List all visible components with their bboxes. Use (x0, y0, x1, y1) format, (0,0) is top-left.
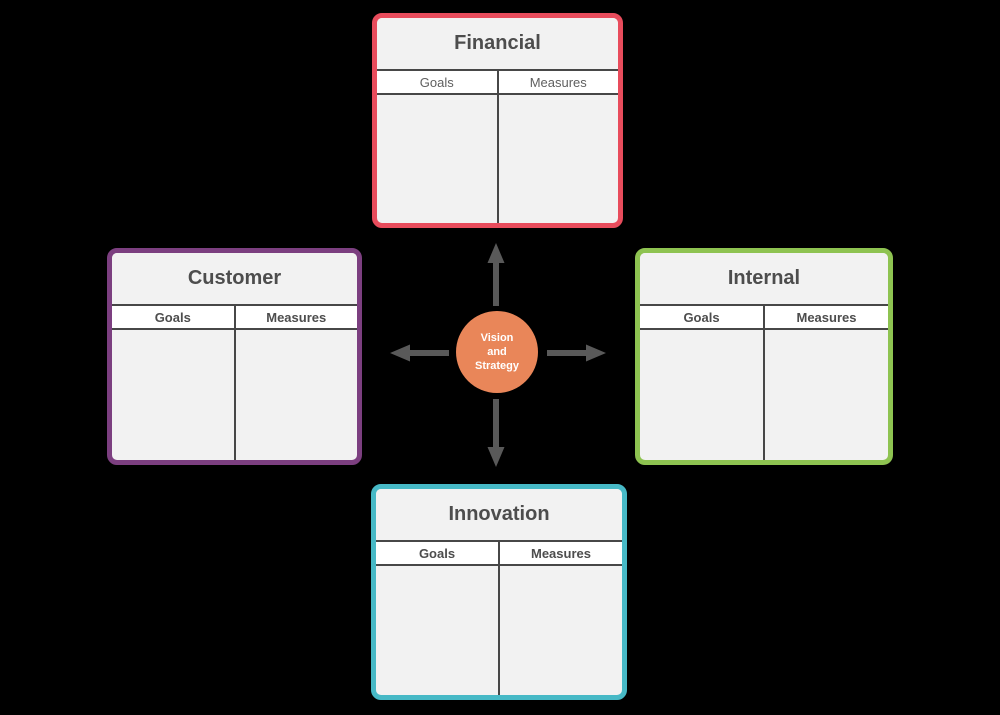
vision-strategy-line2: and (487, 346, 507, 358)
financial-measures-cell[interactable] (496, 95, 619, 223)
arrow-up-icon[interactable] (487, 243, 505, 306)
innovation-box[interactable]: Innovation Goals Measures (371, 484, 627, 700)
financial-goals-cell[interactable] (377, 95, 497, 223)
financial-measures-header: Measures (496, 71, 619, 93)
customer-goals-header: Goals (154, 309, 191, 325)
financial-goals-header: Goals (419, 74, 454, 90)
innovation-goals-cell[interactable] (376, 566, 498, 695)
internal-goals-cell[interactable] (640, 330, 763, 460)
arrow-down-icon[interactable] (487, 399, 505, 467)
innovation-measures-header: Measures (498, 542, 622, 564)
customer-goals-cell[interactable] (112, 330, 234, 460)
innovation-title: Innovation (376, 489, 622, 542)
innovation-measures-cell[interactable] (498, 566, 622, 695)
vision-strategy-line1: Vision (480, 332, 514, 344)
financial-body (377, 95, 618, 223)
internal-measures-cell[interactable] (763, 330, 888, 460)
financial-box[interactable]: Financial Goals Measures (372, 13, 623, 228)
internal-body (640, 330, 888, 460)
customer-measures-cell[interactable] (233, 330, 358, 460)
financial-header-row: Goals Measures (377, 71, 618, 95)
customer-measures-header: Measures (233, 306, 358, 328)
customer-title: Customer (112, 253, 357, 306)
innovation-goals-header: Goals (418, 545, 456, 561)
internal-goals-header: Goals (683, 309, 720, 325)
customer-header-row: Goals Measures (112, 306, 357, 330)
customer-body (112, 330, 357, 460)
internal-box[interactable]: Internal Goals Measures (635, 248, 893, 465)
internal-title: Internal (640, 253, 888, 306)
internal-header-row: Goals Measures (640, 306, 888, 330)
customer-box[interactable]: Customer Goals Measures (107, 248, 362, 465)
innovation-body (376, 566, 622, 695)
financial-title: Financial (377, 18, 618, 71)
arrow-right-icon[interactable] (547, 344, 606, 362)
vision-strategy-node[interactable]: Vision and Strategy (456, 311, 538, 393)
vision-strategy-line3: Strategy (474, 360, 520, 372)
arrow-left-icon[interactable] (390, 344, 449, 362)
internal-measures-header: Measures (763, 306, 888, 328)
innovation-header-row: Goals Measures (376, 542, 622, 566)
